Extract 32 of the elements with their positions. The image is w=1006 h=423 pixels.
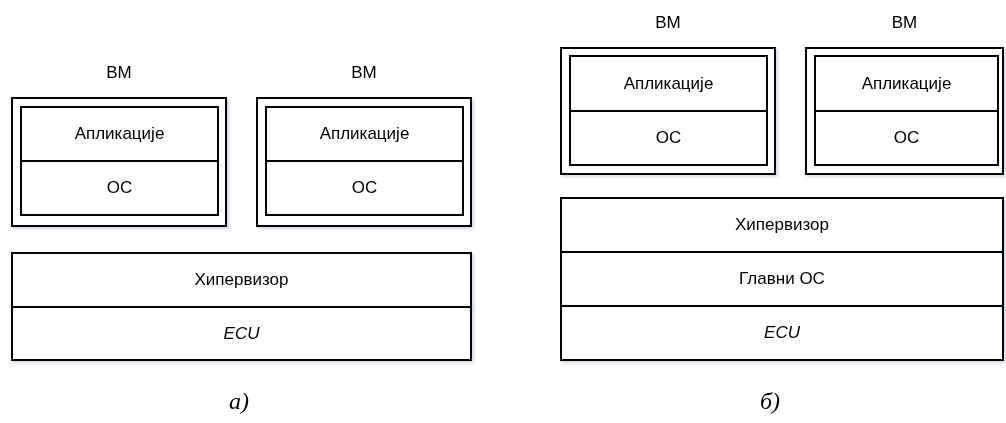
layer-label: Апликације [74, 124, 165, 144]
layer-box [560, 197, 1004, 253]
layer-box [569, 55, 768, 112]
layer-box [20, 160, 219, 216]
layer-label: ECU [223, 323, 260, 344]
vm-heading: ВМ [105, 63, 133, 83]
layer-box [569, 110, 768, 166]
layer-box [265, 106, 464, 162]
vm-heading: ВМ [654, 13, 682, 33]
layer-label: Хипервизор [194, 270, 289, 290]
layer-label: Апликације [861, 73, 952, 94]
layer-label: Главни ОС [739, 269, 825, 289]
vm-heading: ВМ [350, 63, 378, 83]
layer-box [560, 251, 1004, 307]
layer-label: Апликације [319, 124, 410, 144]
layer-box [20, 106, 219, 162]
panel-caption: а) [229, 388, 249, 415]
layer-box [814, 110, 999, 166]
layer-box [265, 160, 464, 216]
layer-label: Апликације [623, 73, 714, 94]
layer-label: ОС [351, 178, 378, 198]
layer-label: ОС [655, 128, 682, 148]
layer-label: ECU [764, 323, 800, 343]
vm-heading: ВМ [890, 13, 919, 33]
layer-box [11, 252, 472, 308]
layer-box [11, 306, 472, 361]
layer-label: ОС [106, 178, 133, 198]
layer-box [814, 55, 999, 112]
layer-label: ОС [893, 128, 920, 148]
panel-caption: б) [760, 388, 781, 415]
layer-label: Хипервизор [735, 215, 829, 235]
layer-box [560, 305, 1004, 361]
